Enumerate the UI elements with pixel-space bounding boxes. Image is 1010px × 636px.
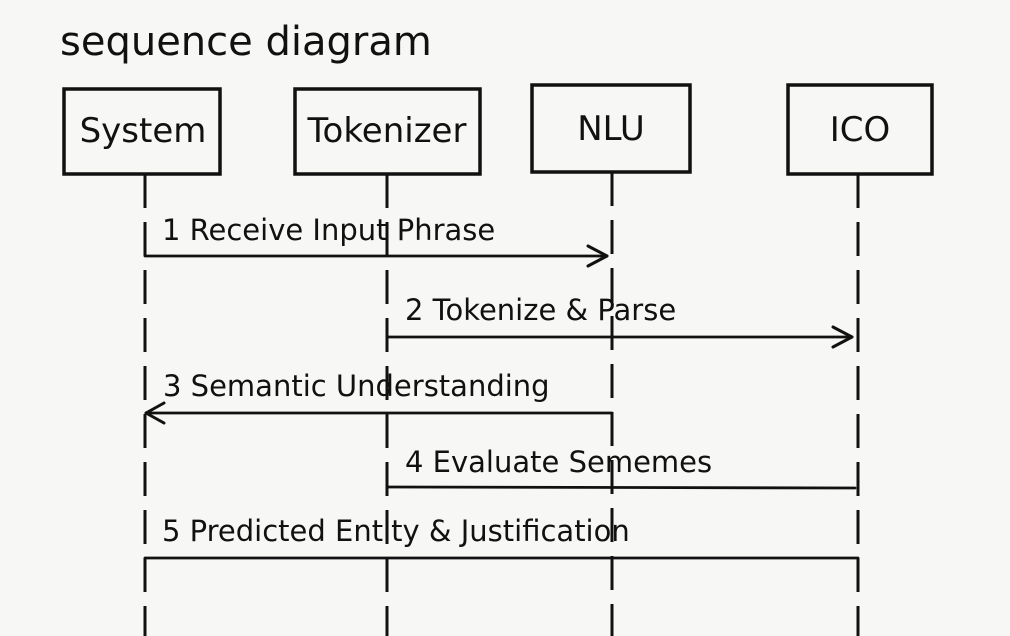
participant-label: Tokenizer: [307, 111, 467, 151]
message-label: 5 Predicted Entity & Justification: [162, 514, 630, 548]
participant-label: System: [80, 111, 207, 151]
participant-ico: ICO: [786, 83, 934, 176]
participant-label: NLU: [577, 109, 645, 149]
participant-box: [293, 87, 482, 176]
participant-box: [786, 83, 934, 176]
message-3: 3 Semantic Understanding: [144, 369, 614, 425]
message-2: 2 Tokenize & Parse: [385, 293, 854, 349]
diagram-title: sequence diagram: [60, 19, 432, 65]
arrowhead-right-icon: [586, 244, 609, 268]
participant-box: [62, 87, 222, 176]
message-line: [385, 485, 857, 490]
participant-tokenizer: Tokenizer: [293, 87, 482, 176]
arrowhead-right-icon: [831, 325, 854, 349]
message-label: 2 Tokenize & Parse: [405, 293, 676, 327]
participant-label: ICO: [830, 110, 891, 150]
message-1: 1 Receive Input Phrase: [143, 213, 609, 268]
message-label: 1 Receive Input Phrase: [162, 213, 495, 247]
participant-system: System: [62, 87, 222, 176]
participant-box: [530, 83, 692, 174]
message-5: 5 Predicted Entity & Justification: [143, 514, 860, 560]
arrowhead-left-icon: [144, 401, 166, 425]
participant-nlu: NLU: [530, 83, 692, 174]
message-label: 4 Evaluate Sememes: [405, 445, 712, 479]
message-4: 4 Evaluate Sememes: [385, 445, 857, 490]
message-label: 3 Semantic Understanding: [163, 369, 550, 403]
